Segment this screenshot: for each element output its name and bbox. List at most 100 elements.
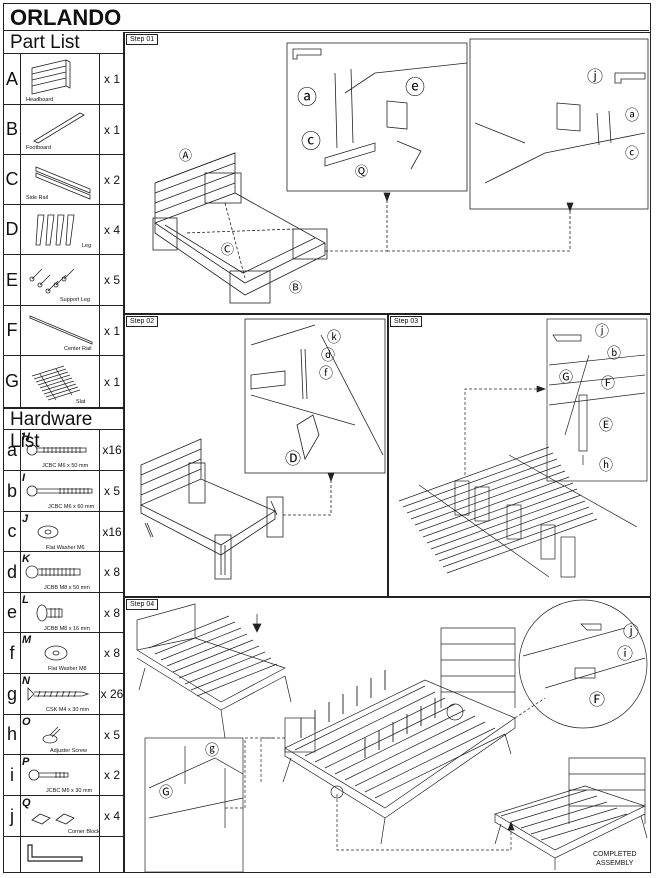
part-qty: x 1 [103,122,120,137]
callout-a2: ⓐ [625,107,639,123]
part-row-b: B Footboard x 1 [4,105,124,155]
center-rail-illustration: Center Rail [20,306,100,355]
hardware-row-c: c J Flat Washer M6 x16 [4,512,124,552]
part-row-e: E Support Leg x 5 [4,255,124,306]
hardware-qty: x 8 [103,646,120,660]
hardware-row-b: b I JCBC M6 x 60 mm x 5 [4,471,124,512]
leg-illustration: Leg [20,205,100,254]
hardware-name: JCBC M6 x 60 mm [48,504,95,510]
step-04-label: Step 04 [126,599,159,610]
part-qty: x 2 [103,172,120,187]
adjuster-screw-illustration: O Adjuster Screw [20,715,100,754]
hardware-qty: x 5 [103,727,120,742]
callout-b: ⓑ [607,345,621,361]
part-qty: x 1 [103,323,120,338]
hardware-letter: a [4,430,21,470]
step-01-label: Step 01 [126,34,159,45]
completed-line-2: ASSEMBLY [596,860,634,867]
hardware-code: M [22,634,32,646]
parts-column: Part List A Headboard x 1 B Footboard x … [4,32,124,873]
callout-i: ⓘ [617,646,634,663]
part-letter: G [4,356,21,407]
callout-c2: ⓒ [625,145,639,161]
hardware-name: JCBB M8 x 16 mm [44,626,90,632]
part-row-f: F Center Rail x 1 [4,306,124,356]
page-title: ORLANDO [4,5,649,31]
bolt-illustration: K JCBB M8 x 50 mm [20,552,100,592]
hardware-letter: f [4,633,21,673]
hardware-list-heading: Hardware List [4,408,124,452]
part-name: Center Rail [64,346,92,352]
callout-A: Ⓐ [179,148,193,163]
hardware-letter: h [4,715,21,754]
callout-a: ⓐ [297,87,317,109]
callout-F4: Ⓕ [589,692,606,709]
hardware-code: J [22,513,29,525]
bolt-illustration: P JCBC M6 x 30 mm [20,755,100,795]
hardware-name: JCBC M6 x 30 mm [46,788,93,794]
washer-illustration: M Flat Washer M8 [20,633,100,673]
hardware-qty: x 26 [100,687,124,701]
allen-key-icon [20,837,100,873]
footboard-illustration: Footboard [20,105,100,154]
callout-j4: ⓙ [623,624,640,641]
screw-illustration: N CSK M4 x 30 mm [20,674,100,714]
hardware-letter: g [4,674,21,714]
hardware-name: JCBC M6 x 50 mm [42,463,89,469]
step-03-panel: Step 03 ⓙ ⓑ Ⓖ Ⓕ Ⓔ ⓗ [388,314,651,597]
corner-block-illustration: Q Corner Block [20,796,100,836]
part-letter: B [4,105,21,154]
bolt-illustration: L JCBB M8 x 16 mm [20,593,100,632]
slat-illustration: Slat [20,356,100,407]
part-letter: D [4,205,21,254]
callout-d: ⓓ [321,347,335,363]
hardware-name: JCBB M8 x 50 mm [44,585,90,591]
hardware-code: N [22,675,30,687]
hardware-row-i: i P JCBC M6 x 30 mm x 2 [4,755,124,796]
callout-g: ⓖ [205,742,219,758]
part-qty: x 1 [103,374,120,389]
part-row-d: D Leg x 4 [4,205,124,255]
completed-assembly-label: COMPLETED ASSEMBLY [593,850,637,868]
callout-k: ⓚ [327,329,341,345]
hardware-row-a: a H JCBC M6 x 50 mm x16 [4,430,124,471]
hardware-row-e: e L JCBB M8 x 16 mm x 8 [4,593,124,633]
hardware-letter: d [4,552,21,592]
callout-Q: Ⓠ [355,164,369,179]
hardware-code: H [22,431,30,443]
hardware-letter: b [4,471,21,511]
callout-e: ⓔ [405,77,425,99]
part-letter: C [4,155,21,204]
hardware-row-h: h O Adjuster Screw x 5 [4,715,124,755]
hardware-row-f: f M Flat Washer M8 x 8 [4,633,124,674]
hardware-code: K [22,553,30,565]
callout-F3: Ⓕ [601,375,615,391]
part-qty: x 4 [103,222,120,237]
hardware-row-g: g N CSK M4 x 30 mm x 26 [4,674,124,715]
headboard-illustration: Headboard [20,54,100,104]
part-row-a: A Headboard x 1 [4,54,124,105]
completed-line-1: COMPLETED [593,851,637,858]
hardware-code: I [22,472,26,484]
part-name: Slat [76,399,86,405]
callout-D: Ⓓ [285,451,302,468]
part-name: Side Rail [26,195,49,201]
part-qty: x 5 [103,273,120,287]
step-03-label: Step 03 [390,316,423,327]
step-02-label: Step 02 [126,316,159,327]
hardware-qty: x 2 [103,768,120,782]
hardware-row-d: d K JCBB M8 x 50 mm x 8 [4,552,124,593]
hardware-code: L [22,594,29,606]
callout-f: ⓕ [319,365,333,381]
part-letter: E [4,255,21,305]
hardware-letter: j [4,796,21,836]
hardware-letter: c [4,512,21,551]
hardware-qty: x16 [102,443,122,457]
bolt-illustration: I JCBC M6 x 60 mm [20,471,100,511]
part-letter: A [4,54,21,104]
part-qty: x 1 [103,72,120,86]
hardware-letter-empty [4,837,21,873]
hardware-name: Flat Washer M6 [46,545,85,551]
hardware-name: CSK M4 x 30 mm [46,707,90,713]
callout-G3: Ⓖ [559,369,573,385]
